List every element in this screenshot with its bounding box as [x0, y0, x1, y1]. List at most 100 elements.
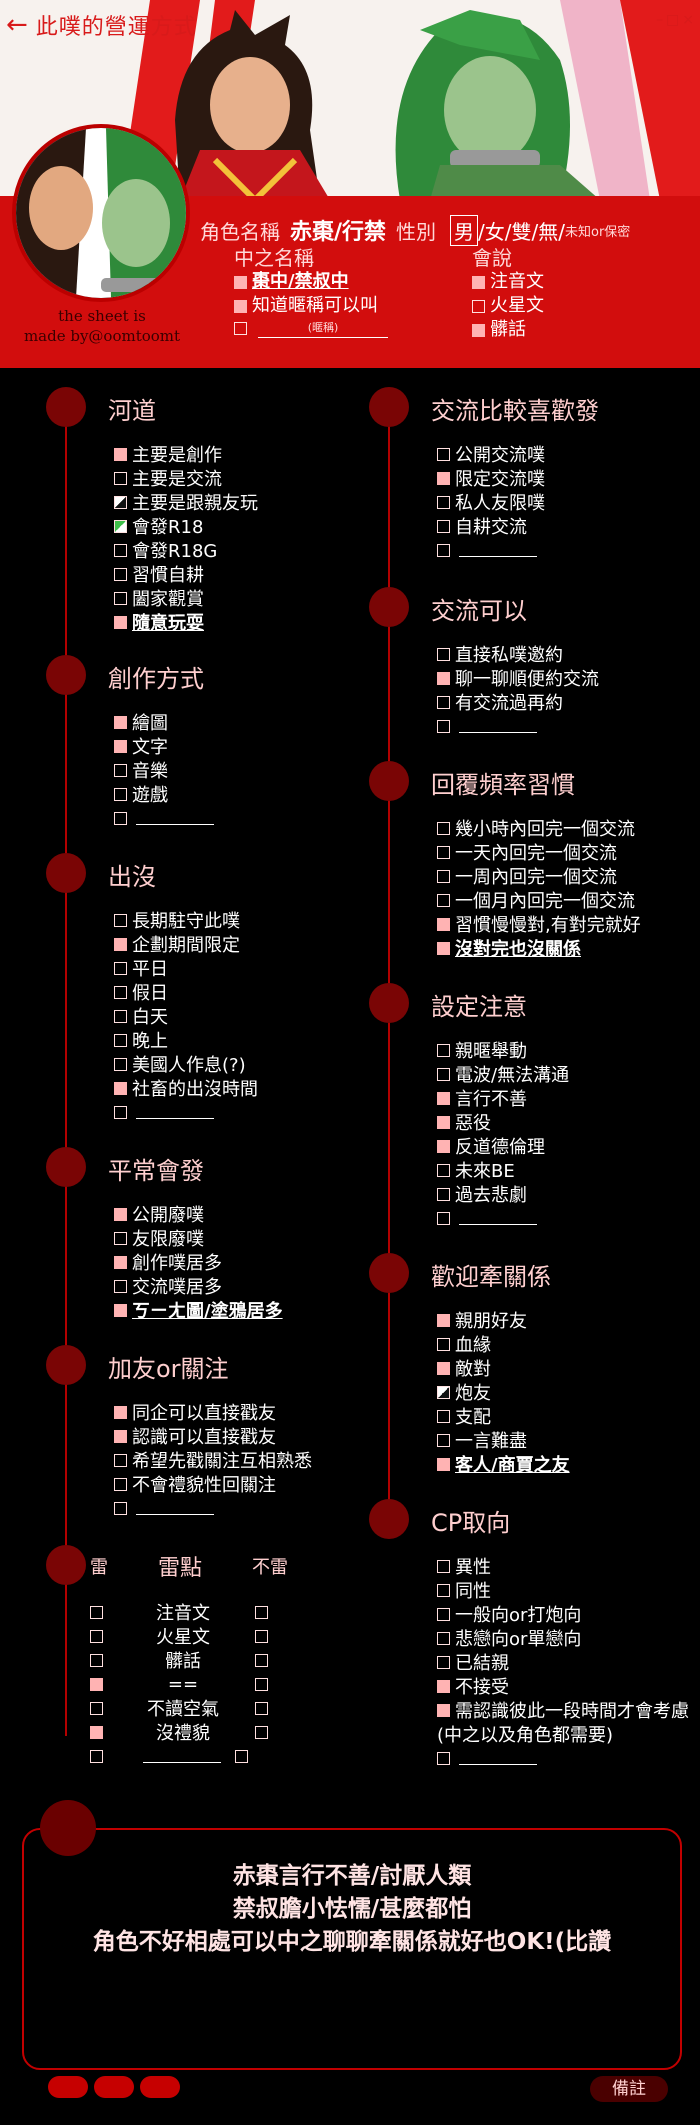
- checkbox[interactable]: [114, 591, 127, 605]
- option-item[interactable]: 習慣自耕: [114, 562, 258, 586]
- option-item[interactable]: 白天: [114, 1004, 258, 1028]
- option-item[interactable]: 反道德倫理: [437, 1134, 569, 1158]
- blank-fill-in[interactable]: [459, 1211, 537, 1225]
- checkbox[interactable]: [114, 1009, 127, 1023]
- option-item[interactable]: [114, 1100, 258, 1124]
- option-item[interactable]: 言行不善: [437, 1086, 569, 1110]
- option-item[interactable]: 同企可以直接戳友: [114, 1400, 312, 1424]
- option-item[interactable]: [437, 1746, 689, 1770]
- checkbox[interactable]: [234, 321, 247, 335]
- option-item[interactable]: 認識可以直接戳友: [114, 1424, 312, 1448]
- option-item[interactable]: 公開廢噗: [114, 1202, 283, 1226]
- checkbox[interactable]: [114, 1477, 127, 1491]
- option-item[interactable]: 敵對: [437, 1356, 570, 1380]
- option-item[interactable]: 習慣慢慢對,有對完就好: [437, 912, 641, 936]
- checkbox[interactable]: [114, 1105, 127, 1119]
- mine-yes-checkbox[interactable]: [90, 1701, 103, 1715]
- checkbox[interactable]: [114, 715, 127, 729]
- option-item[interactable]: 交流噗居多: [114, 1274, 283, 1298]
- checkbox[interactable]: [114, 1081, 127, 1095]
- option-item[interactable]: 一周內回完一個交流: [437, 864, 641, 888]
- checkbox[interactable]: [437, 519, 450, 533]
- mine-no-checkbox[interactable]: [255, 1605, 268, 1619]
- option-item[interactable]: [114, 1496, 312, 1520]
- checkbox[interactable]: [437, 1091, 450, 1105]
- option-item[interactable]: 繪圖: [114, 710, 214, 734]
- blank-fill-in[interactable]: [459, 1751, 537, 1765]
- mine-yes-checkbox[interactable]: [90, 1677, 103, 1691]
- checkbox[interactable]: [114, 961, 127, 975]
- mine-no-checkbox[interactable]: [255, 1653, 268, 1667]
- language-item[interactable]: 注音文: [472, 270, 544, 294]
- checkbox[interactable]: [437, 893, 450, 907]
- option-item[interactable]: 公開交流噗: [437, 442, 557, 466]
- checkbox[interactable]: [437, 1337, 450, 1351]
- option-item[interactable]: 一個月內回完一個交流: [437, 888, 641, 912]
- mine-no-checkbox[interactable]: [255, 1725, 268, 1739]
- option-item[interactable]: 過去悲劇: [437, 1182, 569, 1206]
- checkbox[interactable]: [437, 1679, 450, 1693]
- option-item[interactable]: [437, 538, 557, 562]
- checkbox[interactable]: [114, 739, 127, 753]
- option-item[interactable]: 社畜的出沒時間: [114, 1076, 258, 1100]
- maximize-icon[interactable]: □: [666, 12, 680, 28]
- option-item[interactable]: 直接私噗邀約: [437, 642, 599, 666]
- checkbox[interactable]: [437, 671, 450, 685]
- option-item[interactable]: 主要是跟親友玩: [114, 490, 258, 514]
- gender-options[interactable]: /女/雙/無/: [478, 219, 565, 244]
- option-item[interactable]: 幾小時內回完一個交流: [437, 816, 641, 840]
- checkbox[interactable]: [114, 913, 127, 927]
- checkbox[interactable]: [437, 1751, 450, 1765]
- option-item[interactable]: 假日: [114, 980, 258, 1004]
- option-item[interactable]: 不會禮貌性回關注: [114, 1472, 312, 1496]
- option-item[interactable]: 悲戀向or單戀向: [437, 1626, 689, 1650]
- option-item[interactable]: [114, 806, 214, 830]
- option-item[interactable]: 自耕交流: [437, 514, 557, 538]
- option-item[interactable]: 同性: [437, 1578, 689, 1602]
- option-item[interactable]: 沒對完也沒關係: [437, 936, 641, 960]
- cv-item-blank[interactable]: (暱稱): [234, 318, 388, 338]
- cv-nickname-blank[interactable]: (暱稱): [258, 318, 388, 338]
- checkbox[interactable]: [437, 821, 450, 835]
- option-item[interactable]: 限定交流噗: [437, 466, 557, 490]
- option-item[interactable]: 平日: [114, 956, 258, 980]
- option-item[interactable]: 遊戲: [114, 782, 214, 806]
- gender-selected[interactable]: 男: [450, 214, 479, 246]
- checkbox[interactable]: [437, 1163, 450, 1177]
- option-item[interactable]: 聊一聊順便約交流: [437, 666, 599, 690]
- cv-item[interactable]: 知道暱稱可以叫: [234, 294, 388, 318]
- option-item[interactable]: 惡役: [437, 1110, 569, 1134]
- option-item[interactable]: (中之以及角色都需要): [437, 1722, 689, 1746]
- checkbox[interactable]: [114, 567, 127, 581]
- checkbox[interactable]: [114, 811, 127, 825]
- checkbox[interactable]: [114, 1279, 127, 1293]
- language-item[interactable]: 火星文: [472, 294, 544, 318]
- mine-yes-checkbox[interactable]: [90, 1725, 103, 1739]
- mine-yes-checkbox[interactable]: [90, 1653, 103, 1667]
- checkbox[interactable]: [114, 937, 127, 951]
- checkbox[interactable]: [437, 1361, 450, 1375]
- checkbox[interactable]: [437, 1139, 450, 1153]
- pill-button[interactable]: [140, 2076, 180, 2098]
- checkbox[interactable]: [437, 647, 450, 661]
- checkbox[interactable]: [437, 1655, 450, 1669]
- checkbox[interactable]: [437, 1385, 450, 1399]
- option-item[interactable]: 需認識彼此一段時間才會考慮: [437, 1698, 689, 1722]
- checkbox[interactable]: [437, 447, 450, 461]
- option-item[interactable]: 主要是交流: [114, 466, 258, 490]
- checkbox[interactable]: [234, 275, 247, 289]
- option-item[interactable]: 親朋好友: [437, 1308, 570, 1332]
- checkbox[interactable]: [437, 719, 450, 733]
- option-item[interactable]: 異性: [437, 1554, 689, 1578]
- option-item[interactable]: 希望先戳關注互相熟悉: [114, 1448, 312, 1472]
- option-item[interactable]: 晚上: [114, 1028, 258, 1052]
- pill-button[interactable]: [94, 2076, 134, 2098]
- checkbox[interactable]: [114, 471, 127, 485]
- option-item[interactable]: 血緣: [437, 1332, 570, 1356]
- checkbox[interactable]: [114, 985, 127, 999]
- option-item[interactable]: 炮友: [437, 1380, 570, 1404]
- checkbox[interactable]: [114, 615, 127, 629]
- checkbox[interactable]: [437, 1409, 450, 1423]
- checkbox[interactable]: [437, 1457, 450, 1471]
- mine-yes-checkbox[interactable]: [90, 1629, 103, 1643]
